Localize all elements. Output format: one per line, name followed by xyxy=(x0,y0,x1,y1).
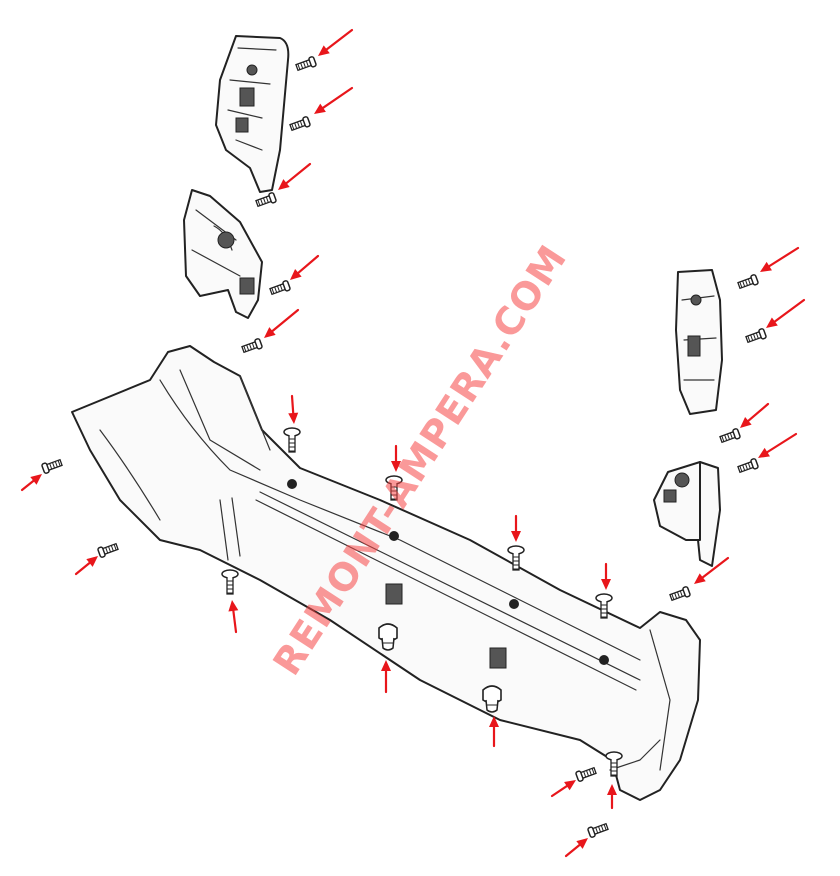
arrow-head-icon-10 xyxy=(601,579,611,590)
arrow-line-11 xyxy=(232,609,238,634)
arrow-head-icon-19 xyxy=(564,780,576,791)
arrow-head-icon-1 xyxy=(314,103,326,114)
arrow-head-icon-6 xyxy=(86,556,98,567)
arrow-head-icon-16 xyxy=(740,417,752,428)
arrow-head-icon-20 xyxy=(576,838,588,849)
arrow-line-20 xyxy=(564,843,581,858)
arrow-line-2 xyxy=(285,162,312,185)
arrow-head-icon-4 xyxy=(264,327,276,338)
arrow-line-14 xyxy=(768,246,800,268)
arrow-line-6 xyxy=(74,561,91,576)
arrow-head-icon-8 xyxy=(391,461,401,472)
arrow-head-icon-13 xyxy=(489,716,499,727)
arrows xyxy=(20,28,806,858)
rear-bumper-cover xyxy=(71,345,701,801)
arrow-line-4 xyxy=(271,308,300,333)
arrow-line-0 xyxy=(325,28,354,51)
arrow-head-icon-9 xyxy=(511,531,521,542)
arrow-line-1 xyxy=(321,86,354,109)
arrow-head-icon-12 xyxy=(381,660,391,671)
arrow-line-15 xyxy=(773,298,806,323)
arrow-head-icon-2 xyxy=(278,179,290,190)
arrow-line-19 xyxy=(550,785,568,798)
arrow-line-3 xyxy=(297,254,320,274)
arrow-line-16 xyxy=(747,402,770,422)
arrow-head-icon-11 xyxy=(228,600,239,612)
arrow-head-icon-18 xyxy=(694,573,706,584)
arrow-line-5 xyxy=(20,479,35,492)
arrow-line-7 xyxy=(290,394,295,415)
arrow-head-icon-5 xyxy=(30,474,42,485)
arrow-head-icon-7 xyxy=(288,412,299,424)
arrow-line-17 xyxy=(766,432,798,454)
arrow-head-icon-15 xyxy=(766,317,778,328)
right-upper-bracket xyxy=(675,269,723,415)
right-lower-bracket xyxy=(653,461,721,567)
arrow-line-18 xyxy=(701,556,730,579)
arrow-head-icon-3 xyxy=(290,269,302,280)
arrow-head-icon-14 xyxy=(760,261,772,272)
arrow-head-icon-17 xyxy=(758,447,770,458)
arrow-head-icon-0 xyxy=(318,45,330,56)
left-lower-bracket xyxy=(183,189,263,319)
left-upper-bracket xyxy=(215,35,290,193)
arrow-head-icon-21 xyxy=(607,784,617,795)
